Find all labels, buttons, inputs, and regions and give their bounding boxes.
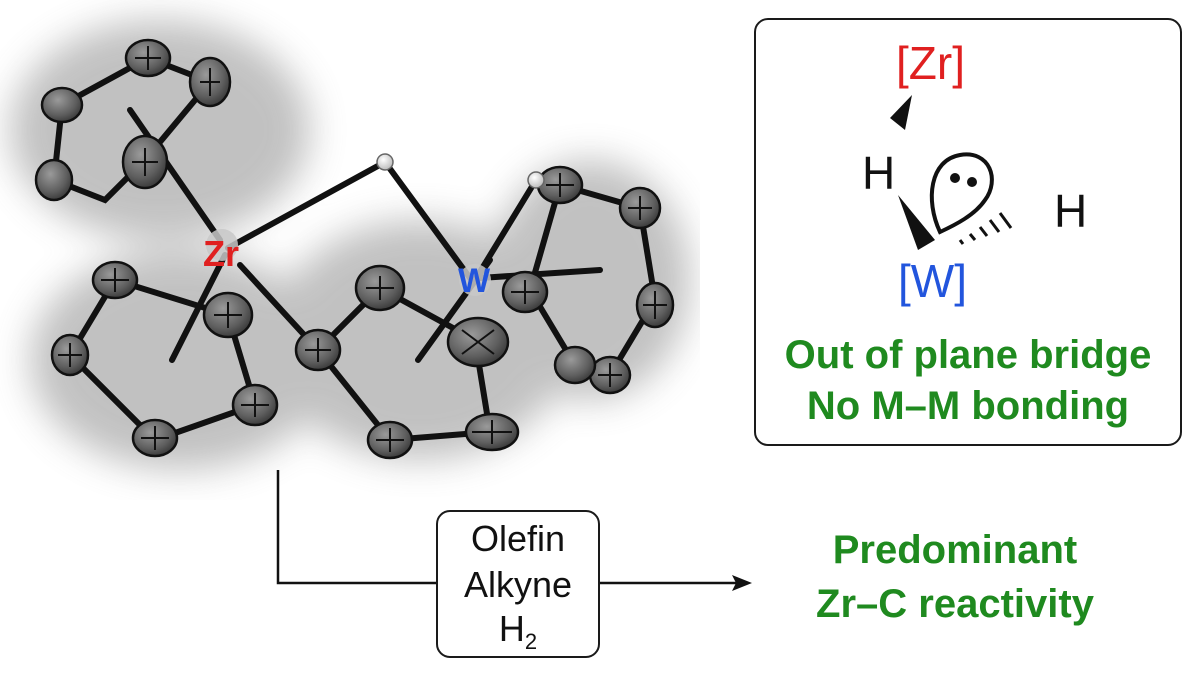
terminal-h-label: H <box>1054 185 1088 237</box>
crystal-structure <box>10 20 690 470</box>
bridging-h-label: H <box>862 147 896 199</box>
arrow-head <box>732 575 752 591</box>
outcome-line-1: Predominant <box>832 528 1078 572</box>
metal-centers <box>206 229 491 296</box>
condition-alkyne: Alkyne <box>463 564 573 605</box>
bridging-hydride <box>376 153 394 171</box>
w-atom-label: W <box>458 262 491 300</box>
w-h-terminal-bond <box>472 177 539 283</box>
cp2-centroid-bond <box>169 252 228 363</box>
ellipsoid-axes <box>58 46 667 452</box>
condition-h2: H2 <box>438 608 598 655</box>
conditions-box: Olefin Alkyne H2 <box>436 510 600 658</box>
cp4-centroid-bond <box>477 267 603 281</box>
h2-subscript: 2 <box>524 629 538 655</box>
terminal-hydride <box>527 171 545 189</box>
shadow-halo <box>10 20 690 470</box>
zr-h-bond <box>225 159 388 251</box>
h2-main: H <box>498 608 525 649</box>
bonding-scheme-box <box>754 18 1182 446</box>
zr-fragment-label: [Zr] <box>896 37 965 89</box>
zr-atom-label: Zr <box>203 233 239 274</box>
hydrogen-atoms <box>376 153 545 189</box>
w-center <box>459 264 491 296</box>
w-fragment-label: [W] <box>898 255 967 307</box>
h-w-bond <box>382 159 473 281</box>
note-line-2: No M–M bonding <box>806 384 1130 428</box>
cp1-centroid-bond <box>127 107 223 243</box>
outcome-line-2: Zr–C reactivity <box>816 582 1094 626</box>
condition-olefin: Olefin <box>470 518 566 559</box>
zr-center <box>206 229 238 261</box>
note-line-1: Out of plane bridge <box>784 333 1152 377</box>
